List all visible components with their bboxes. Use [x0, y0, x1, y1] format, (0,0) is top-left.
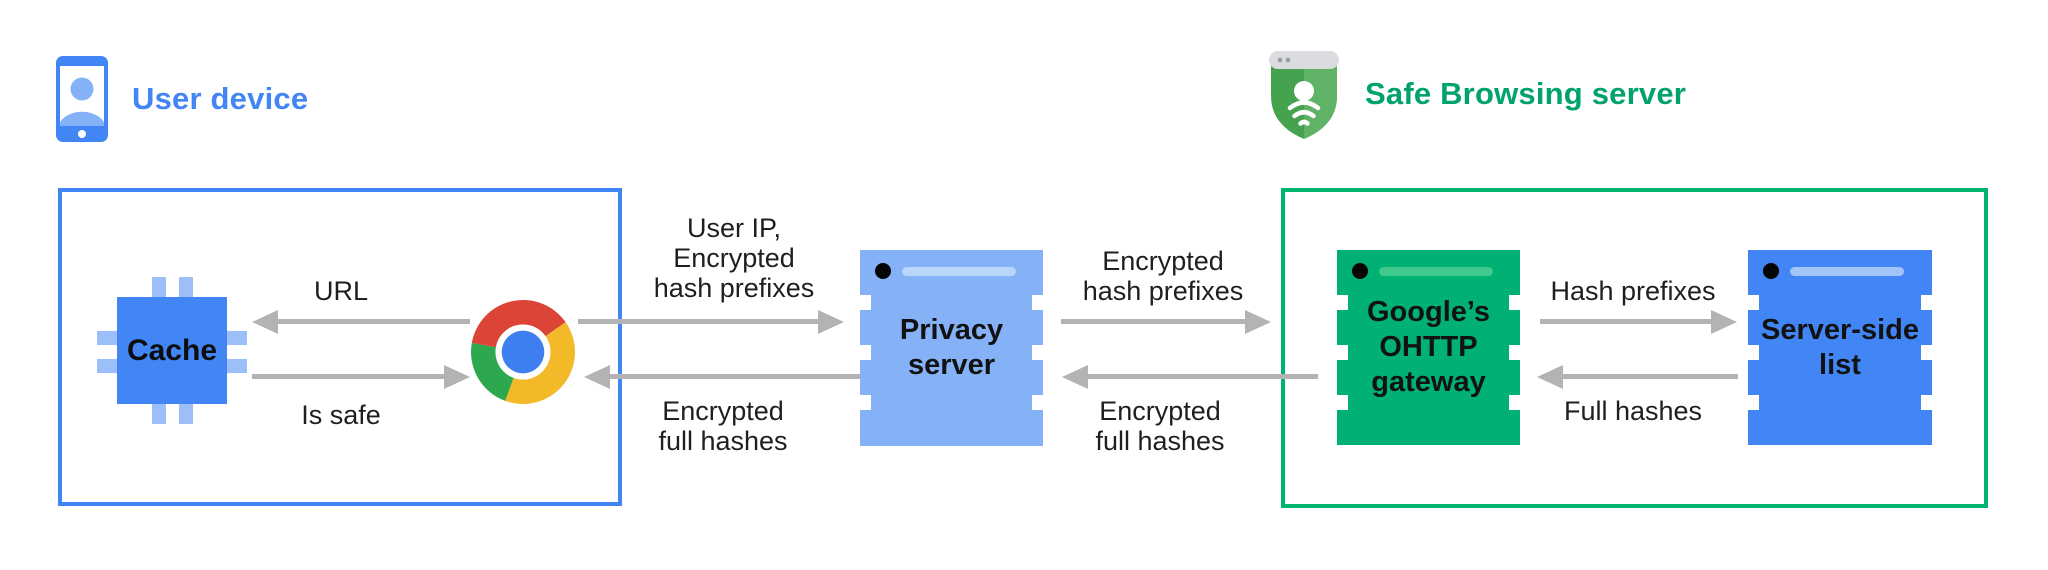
chip-pin	[179, 277, 193, 299]
hash-prefixes-arrow	[1540, 309, 1737, 335]
arrow-shaft	[1559, 374, 1738, 379]
is-safe-arrow-label: Is safe	[301, 400, 381, 430]
server-bar-icon	[902, 267, 1016, 276]
ohttp-gateway-label: Google’s OHTTP gateway	[1367, 296, 1490, 398]
arrow-shaft	[606, 374, 860, 379]
server-notch	[1921, 295, 1933, 310]
chip-pin	[225, 359, 247, 373]
server-notch	[1509, 395, 1521, 410]
chip-pin	[152, 402, 166, 424]
user-device-label: User device	[132, 81, 309, 116]
cache-label: Cache	[126, 333, 218, 367]
ohttp-gateway-node: Google’s OHTTP gateway	[1336, 250, 1521, 445]
server-notch	[1336, 345, 1348, 360]
arrow-head-icon	[1245, 310, 1271, 334]
user-ip-arrow-label: User IP, Encrypted hash prefixes	[653, 213, 815, 303]
user-device-header: User device	[56, 56, 308, 142]
shield-browser-icon	[1269, 51, 1339, 139]
server-dot-icon	[1352, 263, 1368, 279]
server-notch	[1921, 395, 1933, 410]
chrome-icon	[471, 300, 575, 404]
user-ip-arrow	[578, 309, 844, 335]
arrow-head-icon	[1537, 365, 1563, 389]
arrow-head-icon	[818, 310, 844, 334]
server-notch	[1747, 295, 1759, 310]
chip-pin	[97, 331, 119, 345]
arrow-head-icon	[252, 310, 278, 334]
url-arrow-label: URL	[313, 276, 369, 306]
chip-icon: Cache	[117, 297, 227, 404]
hash-prefixes-label: Hash prefixes	[1550, 276, 1716, 306]
server-notch	[1032, 345, 1044, 360]
privacy-server-node: Privacy server	[859, 250, 1044, 446]
chip-pin	[179, 402, 193, 424]
arrow-shaft	[578, 319, 822, 324]
url-arrow	[252, 309, 470, 335]
chip-pin	[97, 359, 119, 373]
server-notch	[1336, 295, 1348, 310]
privacy-server-label: Privacy server	[899, 314, 1004, 381]
arrow-shaft	[252, 374, 448, 379]
arrow-head-icon	[1062, 365, 1088, 389]
cache-node: Cache	[97, 277, 247, 424]
server-notch	[1336, 395, 1348, 410]
server-notch	[1921, 345, 1933, 360]
is-safe-arrow	[252, 364, 470, 390]
chip-pin	[152, 277, 166, 299]
encrypted-full-hashes-to-privacy-arrow	[1062, 364, 1318, 390]
server-dot-icon	[875, 263, 891, 279]
arrow-head-icon	[444, 365, 470, 389]
arrow-shaft	[1540, 319, 1715, 324]
safe-browsing-group-box	[1281, 188, 1988, 508]
encrypted-full-hashes-to-privacy-label: Encrypted full hashes	[1095, 396, 1225, 456]
server-notch	[859, 395, 871, 410]
encrypted-hash-prefixes-arrow	[1061, 309, 1271, 335]
server-notch	[1747, 395, 1759, 410]
server-side-list-node: Server-side list	[1747, 250, 1933, 445]
full-hashes-arrow	[1537, 364, 1738, 390]
chip-pin	[225, 331, 247, 345]
safe-browsing-label: Safe Browsing server	[1365, 76, 1687, 111]
arrow-shaft	[274, 319, 470, 324]
server-bar-icon	[1790, 267, 1904, 276]
safe-browsing-header: Safe Browsing server	[1267, 48, 1686, 140]
arrow-shaft	[1061, 319, 1249, 324]
server-notch	[1747, 345, 1759, 360]
encrypted-full-hashes-to-chrome-arrow	[584, 364, 860, 390]
arrow-shaft	[1084, 374, 1318, 379]
server-bar-icon	[1379, 267, 1493, 276]
server-side-list-label: Server-side list	[1761, 313, 1919, 381]
arrow-head-icon	[584, 365, 610, 389]
encrypted-full-hashes-to-chrome-label: Encrypted full hashes	[658, 396, 788, 456]
phone-user-icon	[56, 56, 108, 142]
server-notch	[1509, 295, 1521, 310]
server-notch	[1509, 345, 1521, 360]
server-notch	[1032, 395, 1044, 410]
user-device-group-box	[58, 188, 622, 506]
full-hashes-label: Full hashes	[1563, 396, 1703, 426]
server-notch	[859, 345, 871, 360]
arrow-head-icon	[1711, 310, 1737, 334]
server-notch	[859, 295, 871, 310]
server-notch	[1032, 295, 1044, 310]
encrypted-hash-prefixes-label: Encrypted hash prefixes	[1082, 246, 1244, 306]
server-dot-icon	[1763, 263, 1779, 279]
